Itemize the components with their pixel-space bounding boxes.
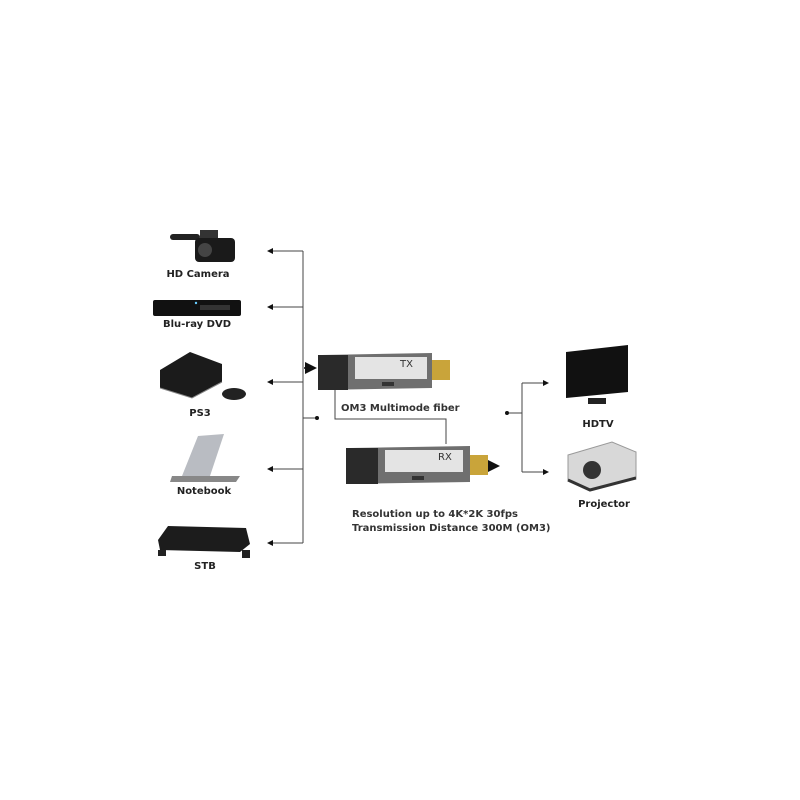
source-label-stb: STB [194, 561, 216, 572]
projector-icon [567, 441, 637, 492]
source-label-bluray-dvd: Blu-ray DVD [162, 319, 232, 330]
tx-tag: TX [400, 359, 413, 370]
spec-distance: Transmission Distance 300M (OM3) [352, 523, 551, 534]
tv-icon [566, 345, 628, 404]
bluray-player-icon [153, 300, 241, 316]
display-label-projector: Projector [578, 499, 630, 510]
source-label-ps3: PS3 [189, 408, 211, 419]
set-top-box-icon [158, 526, 250, 558]
game-console-icon [159, 352, 246, 400]
camcorder-icon [170, 230, 235, 262]
fiber-label: OM3 Multimode fiber [341, 403, 460, 414]
laptop-icon [170, 434, 240, 482]
tx-dongle [318, 353, 450, 390]
source-label-notebook: Notebook [176, 486, 232, 497]
display-label-hdtv: HDTV [582, 419, 614, 430]
source-label-hd-camera: HD Camera [166, 269, 230, 280]
rx-tag: RX [438, 452, 452, 463]
rx-dongle [346, 446, 488, 484]
spec-resolution: Resolution up to 4K*2K 30fps [352, 509, 518, 520]
